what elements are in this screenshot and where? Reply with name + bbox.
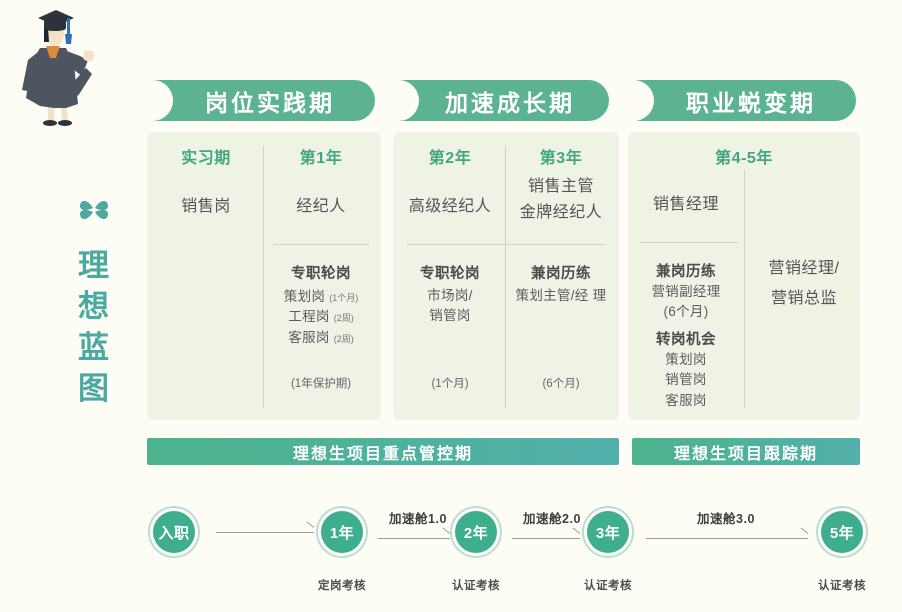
stage-panel-2: 第2年 高级经纪人 专职轮岗 市场岗/ 销管岗 (1个月) 第3年 销售主管 金… bbox=[393, 132, 619, 420]
stage-banner-3-label: 职业蜕变期 bbox=[686, 89, 816, 116]
stage1-col2-role: 经纪人 bbox=[296, 198, 346, 215]
block-line: 市场岗/ bbox=[427, 288, 473, 303]
stage-banner-3: 职业蜕变期 bbox=[632, 80, 856, 121]
brand-char-2: 蓝 bbox=[78, 329, 110, 365]
block-line: 营销副经理 bbox=[651, 284, 721, 299]
stage1-col2-rotation-list: 策划岗 (1个月) 工程岗 (2周) 客服岗 (2周) bbox=[261, 287, 381, 348]
timeline-node-2[interactable]: 2年 bbox=[450, 506, 502, 558]
rotation-note: (2周) bbox=[333, 333, 354, 344]
brand-char-0: 理 bbox=[78, 248, 110, 283]
stage2-col1-head: 第2年 bbox=[428, 150, 472, 167]
accelerator-label-3: 加速舱3.0 bbox=[697, 512, 755, 526]
stage3-left-block2-title: 转岗机会 bbox=[656, 332, 716, 348]
stage3-left-block1-title: 兼岗历练 bbox=[656, 264, 716, 280]
timeline-node-2-label: 2年 bbox=[455, 511, 497, 553]
stage3-left-block2-lines: 策划岗 销管岗 客服岗 bbox=[634, 350, 738, 411]
rotation-note: (1个月) bbox=[329, 293, 359, 303]
timeline-node-3-label: 3年 bbox=[587, 511, 629, 553]
panel1-vertical-divider bbox=[263, 146, 264, 408]
stage-banner-2-label: 加速成长期 bbox=[445, 89, 575, 116]
rotation-label: 工程岗 bbox=[288, 309, 330, 325]
block-line: 销管岗 bbox=[429, 308, 471, 324]
rotation-label: 客服岗 bbox=[288, 329, 330, 345]
stage-panel-1: 实习期 销售岗 第1年 经纪人 专职轮岗 策划岗 (1个月) 工程岗 (2周) … bbox=[147, 132, 381, 420]
gate-label-2: 认证考核 bbox=[452, 580, 500, 592]
timeline-node-0-label: 入职 bbox=[153, 511, 195, 553]
phase-bar-2: 理想生项目跟踪期 bbox=[632, 438, 860, 465]
panel1-col2-horizontal-divider bbox=[273, 244, 369, 245]
block-line: 策划岗 bbox=[665, 352, 707, 367]
brand-title: 理 想 蓝 图 bbox=[58, 246, 130, 410]
gate-label-4: 认证考核 bbox=[818, 580, 866, 592]
accelerator-label-1: 加速舱1.0 bbox=[389, 512, 447, 526]
timeline-node-1[interactable]: 1年 bbox=[316, 506, 368, 558]
phase-bar-2-label: 理想生项目跟踪期 bbox=[673, 445, 818, 463]
role-line: 金牌经纪人 bbox=[519, 203, 603, 221]
accelerator-label-2: 加速舱2.0 bbox=[523, 512, 581, 526]
stage2-col2-footnote: (6个月) bbox=[542, 378, 580, 390]
stage2-col1-block-title: 专职轮岗 bbox=[420, 266, 480, 282]
panel2-horizontal-divider bbox=[407, 244, 605, 245]
stage2-col2-block-lines: 策划主管/经 理 bbox=[503, 286, 619, 306]
block-line: 策划主管/经 理 bbox=[515, 288, 607, 303]
stage-panel-3: 第4-5年 销售经理 兼岗历练 营销副经理 (6个月) 转岗机会 策划岗 销管岗… bbox=[628, 132, 860, 420]
rotation-item: 策划岗 (1个月) bbox=[261, 287, 381, 307]
role-line: 营销经理/ bbox=[768, 260, 840, 277]
block-line: 销管岗 bbox=[665, 372, 707, 388]
rotation-label: 策划岗 bbox=[283, 289, 326, 304]
phase-bar-1: 理想生项目重点管控期 bbox=[147, 438, 619, 465]
gate-label-1: 定岗考核 bbox=[318, 580, 366, 592]
panel3-vertical-divider bbox=[744, 170, 745, 408]
stage2-col2-head: 第3年 bbox=[539, 150, 583, 167]
role-line: 销售主管 bbox=[527, 178, 594, 195]
gate-label-3: 认证考核 bbox=[584, 580, 632, 592]
stage1-col1-role: 销售岗 bbox=[181, 198, 231, 215]
timeline-arrow-3 bbox=[646, 527, 809, 543]
timeline-node-1-label: 1年 bbox=[321, 511, 363, 553]
stage2-col2-block-title: 兼岗历练 bbox=[531, 266, 591, 282]
stage2-col1-footnote: (1个月) bbox=[431, 378, 469, 390]
timeline-node-4-label: 5年 bbox=[821, 511, 863, 553]
stage3-left-role: 销售经理 bbox=[652, 196, 719, 213]
brand-char-3: 图 bbox=[78, 370, 110, 406]
panel3-left-horizontal-divider bbox=[640, 242, 738, 243]
stage2-col1-block-lines: 市场岗/ 销管岗 bbox=[401, 286, 499, 327]
panel2-vertical-divider bbox=[505, 146, 506, 408]
stage3-left-block1-lines: 营销副经理 (6个月) bbox=[630, 282, 742, 323]
stage2-col2-role: 销售主管 金牌经纪人 bbox=[507, 174, 615, 226]
stage-banner-2: 加速成长期 bbox=[397, 80, 609, 121]
block-line: (6个月) bbox=[663, 304, 709, 320]
block-line: 客服岗 bbox=[665, 392, 707, 408]
timeline-arrow-2 bbox=[512, 527, 581, 543]
timeline-node-0[interactable]: 入职 bbox=[148, 506, 200, 558]
role-line: 营销总监 bbox=[770, 289, 837, 307]
timeline-node-3[interactable]: 3年 bbox=[582, 506, 634, 558]
stage2-col1-role: 高级经纪人 bbox=[408, 198, 492, 215]
timeline-arrow-0 bbox=[216, 521, 315, 537]
stage3-head: 第4-5年 bbox=[715, 150, 773, 167]
stage1-col1-head: 实习期 bbox=[181, 150, 231, 167]
stage-banner-1: 岗位实践期 bbox=[151, 80, 375, 121]
timeline-node-4[interactable]: 5年 bbox=[816, 506, 868, 558]
clover-icon bbox=[80, 201, 108, 219]
graduate-figure bbox=[4, 4, 114, 126]
stage1-col2-head: 第1年 bbox=[299, 150, 343, 167]
phase-bar-1-label: 理想生项目重点管控期 bbox=[292, 445, 473, 463]
stage-banner-1-label: 岗位实践期 bbox=[205, 89, 335, 116]
brand-block: 理 想 蓝 图 bbox=[58, 190, 130, 410]
rotation-item: 工程岗 (2周) bbox=[261, 307, 381, 327]
stage1-col2-footnote: (1年保护期) bbox=[290, 378, 352, 390]
timeline-arrow-1 bbox=[378, 527, 451, 543]
brand-char-1: 想 bbox=[78, 288, 110, 324]
stage3-right-role: 营销经理/ 营销总监 bbox=[750, 254, 858, 313]
rotation-note: (2周) bbox=[333, 313, 354, 324]
rotation-item: 客服岗 (2周) bbox=[261, 328, 381, 348]
stage1-col2-block-title: 专职轮岗 bbox=[291, 266, 351, 282]
